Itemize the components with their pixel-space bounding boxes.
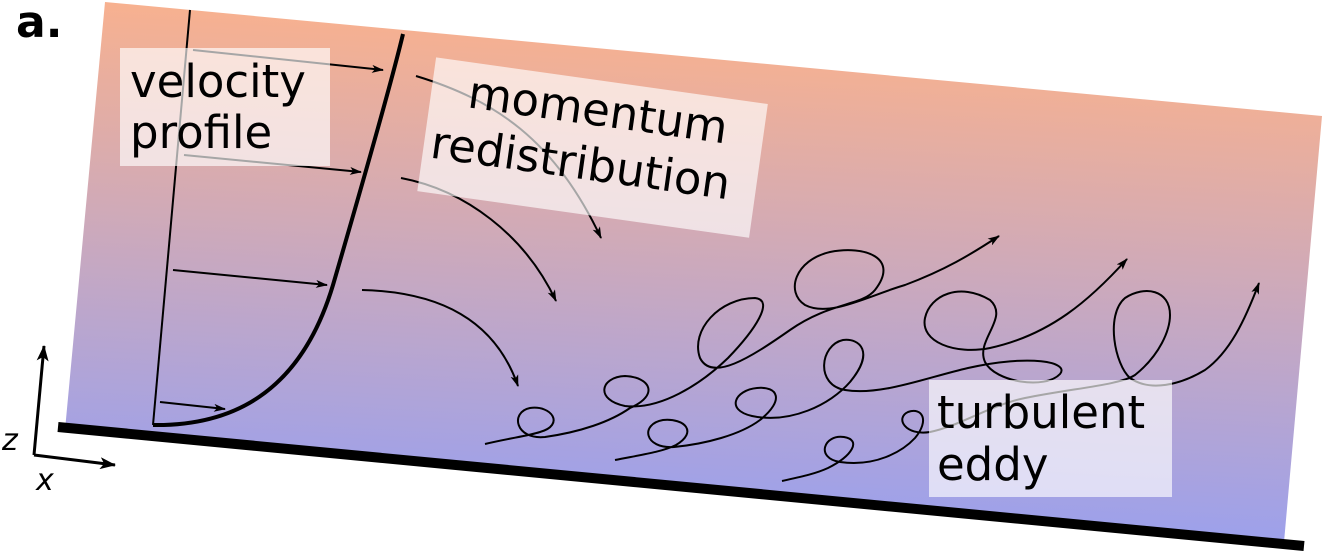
z-axis-label: z xyxy=(1,423,19,458)
wall xyxy=(57,422,1305,551)
turbulent-eddy-line-2: eddy xyxy=(937,438,1048,491)
eddy-trajectory xyxy=(484,235,1000,445)
eddy-trajectory xyxy=(614,258,1128,461)
coordinate-axes: z x xyxy=(1,345,116,498)
velocity-profile-label: velocity profile xyxy=(120,48,330,166)
velocity-profile-line-1: velocity xyxy=(130,55,306,108)
velocity-profile-line-2: profile xyxy=(130,106,272,159)
turbulent-eddy-label: turbulent eddy xyxy=(929,380,1172,497)
x-axis-arrow xyxy=(33,453,116,470)
momentum-arrow xyxy=(361,289,519,387)
profile-arrow xyxy=(172,269,328,288)
turbulent-eddy-line-1: turbulent xyxy=(937,386,1145,439)
x-axis-label: x xyxy=(35,463,54,498)
panel-label: a. xyxy=(16,0,62,48)
z-axis-arrow xyxy=(32,345,49,456)
velocity-profile-curve xyxy=(152,33,405,428)
profile-arrow xyxy=(159,401,226,412)
